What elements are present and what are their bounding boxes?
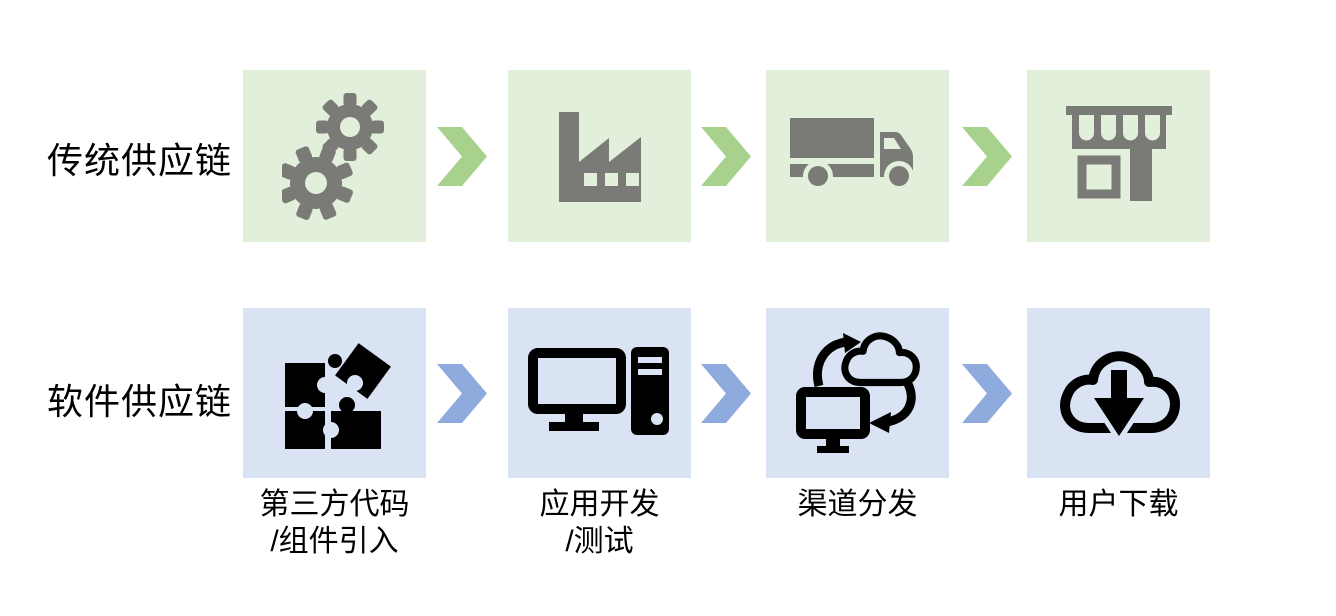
chevron-arrow-icon [437,364,487,423]
gears-icon [282,93,384,220]
factory-icon [558,112,641,202]
cloud-download-icon [1059,351,1180,441]
chevron-arrow-icon [437,127,487,186]
storefront-icon [1065,106,1172,201]
box-retail-store [1027,70,1210,242]
desktop-computer-icon [528,347,669,435]
chevron-arrow-icon [962,364,1012,423]
box-user-download [1027,308,1210,478]
truck-icon [789,117,914,191]
step-caption: 第三方代码 /组件引入 [259,488,410,558]
chevron-arrow-icon [962,127,1012,186]
step-caption: 应用开发 /测试 [539,488,660,558]
box-channel-distribution [766,308,949,478]
box-components [243,70,426,242]
box-logistics [766,70,949,242]
step-caption: 用户下载 [1058,488,1179,521]
box-factory [508,70,691,242]
row-label-traditional: 传统供应链 [47,140,233,181]
cloud-sync-icon [795,332,920,453]
box-app-development [508,308,691,478]
box-third-party-code [243,308,426,478]
puzzle-pieces-icon [284,343,391,449]
step-caption: 渠道分发 [797,488,918,521]
row-label-software: 软件供应链 [47,381,233,422]
chevron-arrow-icon [701,364,751,423]
chevron-arrow-icon [701,127,751,186]
